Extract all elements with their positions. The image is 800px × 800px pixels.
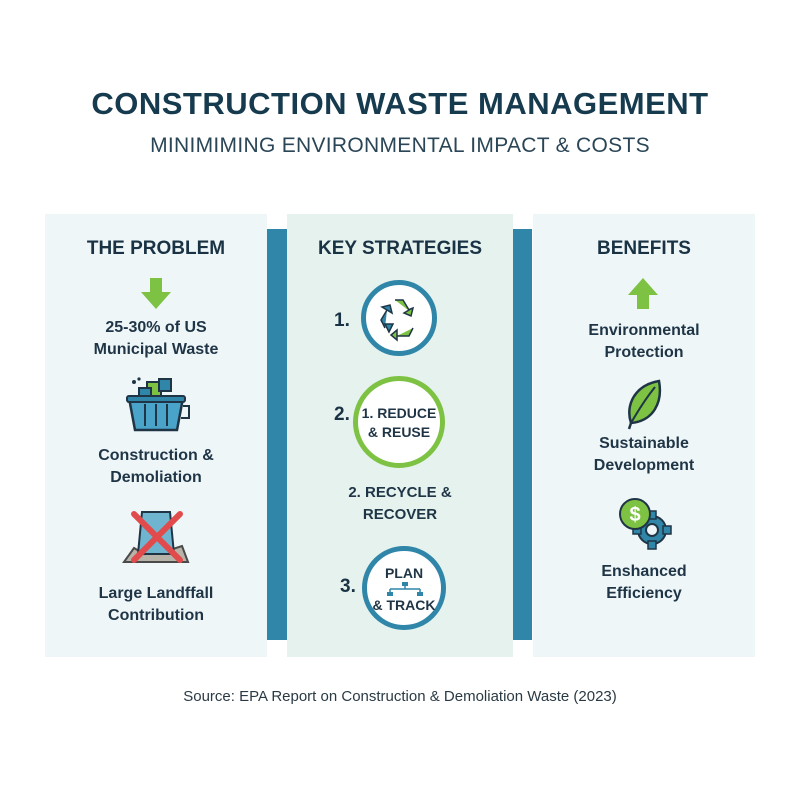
plan-track-circle: PLAN & TRACK [362,546,446,630]
up-arrow-icon [628,278,658,309]
problem-panel: THE PROBLEM 25-30% of US Municipal Waste… [45,214,267,657]
source-citation: Source: EPA Report on Construction & Dem… [183,688,617,705]
strategy-number-2: 2. [334,404,350,425]
strategies-panel: KEY STRATEGIES 1. 2. 1. REDUCE & REUSE 2… [287,214,513,657]
page-subtitle: MINIMIMING ENVIRONMENTAL IMPACT & COSTS [150,134,650,157]
benefits-title: BENEFITS [597,238,691,259]
recycle-circle [361,280,437,356]
recycle-icon [380,299,415,342]
reduce-reuse-label: 1. REDUCE & REUSE [361,405,437,440]
track-label: & TRACK [372,597,436,613]
leaf-icon [627,379,662,430]
svg-text:$: $ [629,504,640,526]
problem-item-1-label: 25-30% of US Municipal Waste [93,319,219,358]
page-title: CONSTRUCTION WASTE MANAGEMENT [91,86,709,121]
benefit-item-2-label: Sustainable Development [593,435,695,474]
problem-item-2-label: Construction & Demoliation [98,447,214,486]
landfill-crossed-icon [122,511,190,563]
strategies-title: KEY STRATEGIES [318,238,482,259]
benefit-item-1-label: Environmental Protection [588,322,700,361]
plan-label: PLAN [384,565,424,581]
problem-item-3-label: Large Landffall Contribution [98,585,214,624]
recycle-recover-label: 2. RECYCLE & RECOVER [348,484,452,523]
flowchart-icon [387,582,423,596]
problem-title: THE PROBLEM [86,238,226,259]
dollar-gear-icon: $ [619,498,672,550]
down-arrow-icon [141,278,171,309]
dumpster-icon [126,377,190,432]
benefit-item-3-label: Enshanced Efficiency [601,563,687,602]
strategy-number-3: 3. [340,576,356,597]
strategy-number-1: 1. [334,310,350,331]
reduce-reuse-circle: 1. REDUCE & REUSE [353,376,445,468]
benefits-panel: BENEFITS Environmental Protection Sustai… [533,214,755,657]
